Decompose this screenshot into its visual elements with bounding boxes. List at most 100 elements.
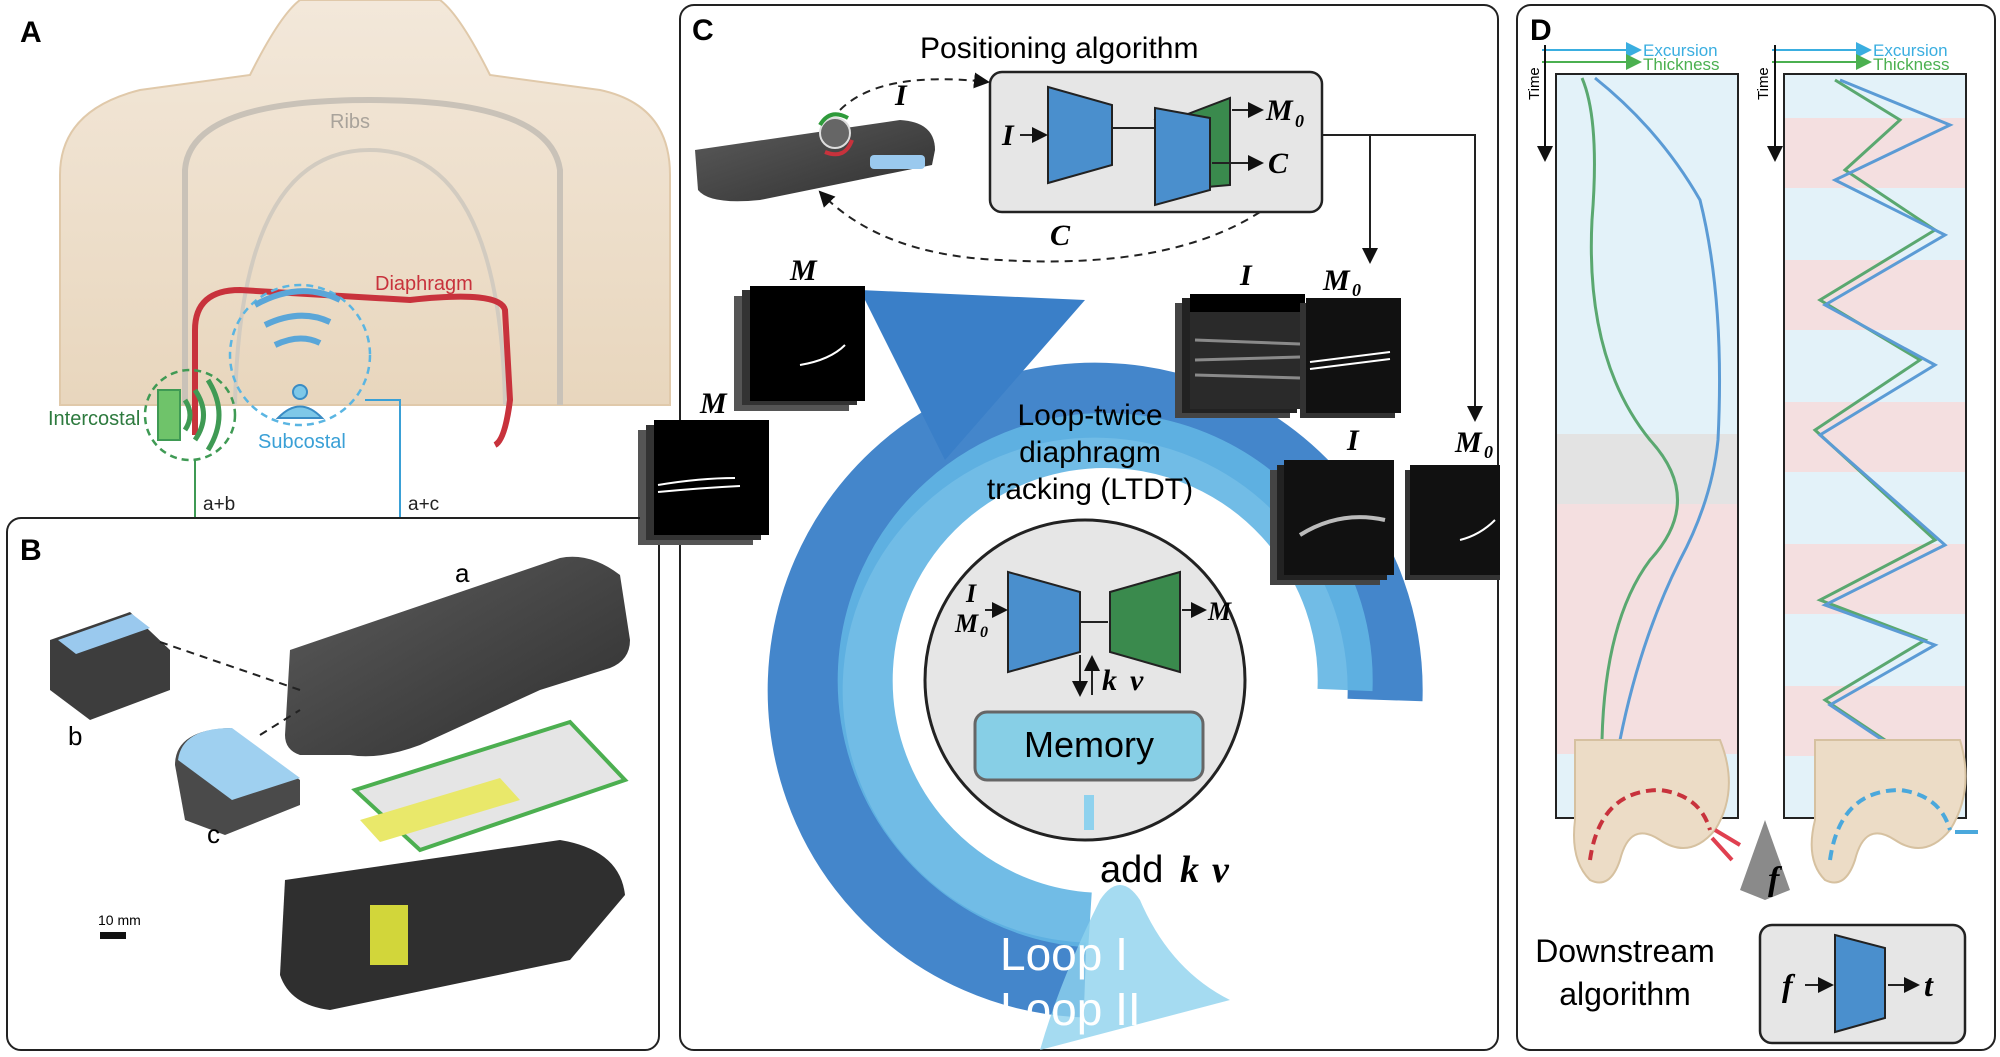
legend-left-thickness: Thickness bbox=[1643, 55, 1720, 74]
ltdt-line-1: Loop-twice bbox=[1017, 399, 1162, 432]
tracker-output-Mhat: M bbox=[1207, 597, 1232, 626]
decoder-class-shape bbox=[1154, 106, 1211, 207]
ac-label: a+c bbox=[408, 494, 439, 515]
legend-right bbox=[1767, 42, 1872, 162]
cartoon-left-arrows bbox=[1710, 828, 1742, 862]
rotation-arrow-green bbox=[818, 112, 849, 127]
intercostal-probe bbox=[157, 389, 181, 441]
tracker-circle bbox=[923, 518, 1247, 842]
dashed-I-label: I bbox=[894, 79, 908, 112]
stack-M0-upper-sub: 0 bbox=[1352, 280, 1361, 300]
stack-M0-lower bbox=[1405, 465, 1500, 580]
tracker-k: k bbox=[1102, 664, 1117, 697]
panel-d: D Excursion Thickness Time Excursion Thi… bbox=[1516, 4, 1996, 1051]
intercostal-zone bbox=[143, 368, 237, 462]
cartoon-left-motion bbox=[1588, 787, 1712, 861]
feature-arrow bbox=[1740, 820, 1790, 900]
memory-box bbox=[973, 710, 1205, 782]
stack-I-upper bbox=[1175, 294, 1305, 418]
cartoon-right bbox=[1810, 739, 1967, 884]
panel-c: C Positioning algorithm I M 0 C I C Loop… bbox=[520, 4, 1500, 1051]
positioning-title: Positioning algorithm bbox=[920, 32, 1198, 65]
assembly-guides bbox=[159, 641, 301, 736]
stack-I-upper-label: I bbox=[1239, 259, 1253, 292]
tracker-v: v bbox=[1130, 664, 1144, 697]
scale-label: 10 mm bbox=[98, 912, 141, 928]
add-k: k bbox=[1180, 849, 1199, 891]
part-a-label: a bbox=[455, 558, 470, 588]
ltdt-line-3: tracking (LTDT) bbox=[987, 473, 1193, 506]
net-output-M-sub: 0 bbox=[1295, 111, 1304, 131]
cartoon-right-motion bbox=[1828, 787, 1952, 861]
tracker-input-M0: M bbox=[954, 609, 979, 638]
part-b-label: b bbox=[68, 721, 82, 751]
subcostal-waves-icon bbox=[253, 288, 342, 348]
legend-left-excursion: Excursion bbox=[1643, 41, 1718, 60]
route-arrow-2 bbox=[1370, 134, 1483, 422]
stack-M0-lower-sub: 0 bbox=[1484, 442, 1493, 462]
ribs-outline bbox=[182, 96, 563, 405]
ab-label: a+b bbox=[203, 494, 235, 515]
right-thickness-line bbox=[1812, 78, 1938, 762]
stack-M0-upper-label: M bbox=[1322, 264, 1351, 297]
device-base-shell bbox=[280, 840, 625, 1010]
add-kv-flow bbox=[1040, 885, 1230, 1050]
panel-c-letter: C bbox=[692, 14, 714, 47]
ac-connector bbox=[365, 399, 401, 518]
probe-c-window bbox=[178, 728, 300, 800]
right-excursion-line bbox=[1817, 78, 1954, 767]
downstream-network bbox=[1834, 933, 1886, 1034]
diaphragm-label: Diaphragm bbox=[375, 273, 473, 295]
subcostal-label: Subcostal bbox=[258, 431, 346, 453]
device-housing-a bbox=[285, 556, 630, 757]
panel-b: B a b c 10 mm bbox=[6, 517, 660, 1051]
tracker-input-M0-sub: 0 bbox=[980, 624, 988, 641]
net-output-C: C bbox=[1268, 147, 1289, 180]
tracker-input-I: I bbox=[965, 579, 977, 608]
left-excursion-line bbox=[1594, 76, 1721, 741]
legend-left-time: Time bbox=[1526, 67, 1543, 100]
scale-bar bbox=[100, 932, 126, 939]
panel-a: A Ribs Diaphragm Intercostal Subcostal a… bbox=[20, 0, 671, 518]
rotation-icon bbox=[819, 117, 851, 149]
dashed-arrow-to-net bbox=[839, 72, 990, 111]
mhat-lower-label: M bbox=[699, 387, 728, 420]
dashed-C-label: C bbox=[1050, 219, 1071, 252]
encoder-shape bbox=[1047, 85, 1113, 185]
legend-right-excursion: Excursion bbox=[1873, 41, 1948, 60]
probe-device bbox=[695, 120, 935, 202]
tracker-encoder bbox=[1007, 570, 1081, 674]
downstream-f: f bbox=[1782, 967, 1796, 1003]
rotation-arrow-red bbox=[824, 139, 854, 157]
stack-I-lower-label: I bbox=[1346, 424, 1360, 457]
add-label: add bbox=[1100, 849, 1163, 891]
intercostal-label: Intercostal bbox=[48, 408, 140, 430]
memory-label: Memory bbox=[1024, 724, 1154, 765]
net-input-I: I bbox=[1001, 119, 1015, 152]
downstream-line-2: algorithm bbox=[1559, 976, 1691, 1012]
inner-rib bbox=[233, 147, 507, 406]
stack-I-lower bbox=[1270, 460, 1394, 585]
left-thickness-line bbox=[1580, 77, 1679, 741]
track-right-bands bbox=[1785, 118, 1965, 756]
ltdt-line-2: diaphragm bbox=[1019, 436, 1161, 469]
loop-two-label: Loop II bbox=[1000, 983, 1141, 1035]
panel-d-letter: D bbox=[1530, 14, 1552, 47]
legend-right-time: Time bbox=[1755, 67, 1772, 100]
subcostal-probe bbox=[275, 405, 325, 419]
add-v: v bbox=[1212, 849, 1230, 891]
downstream-t: t bbox=[1924, 967, 1934, 1003]
stack-M0-upper bbox=[1300, 298, 1401, 418]
stack-M0-lower-label: M bbox=[1454, 426, 1483, 459]
legend-right-thickness: Thickness bbox=[1873, 55, 1950, 74]
loop-arrowhead bbox=[860, 290, 1085, 460]
dashed-arrow-feedback bbox=[818, 190, 1261, 263]
downstream-line-1: Downstream bbox=[1535, 933, 1715, 969]
track-left-breath-band bbox=[1557, 504, 1737, 754]
part-c-label: c bbox=[207, 819, 220, 849]
ribs-label: Ribs bbox=[330, 111, 370, 133]
feature-f-label: f bbox=[1768, 861, 1783, 898]
panel-a-letter: A bbox=[20, 16, 42, 49]
tracker-decoder bbox=[1109, 570, 1181, 674]
